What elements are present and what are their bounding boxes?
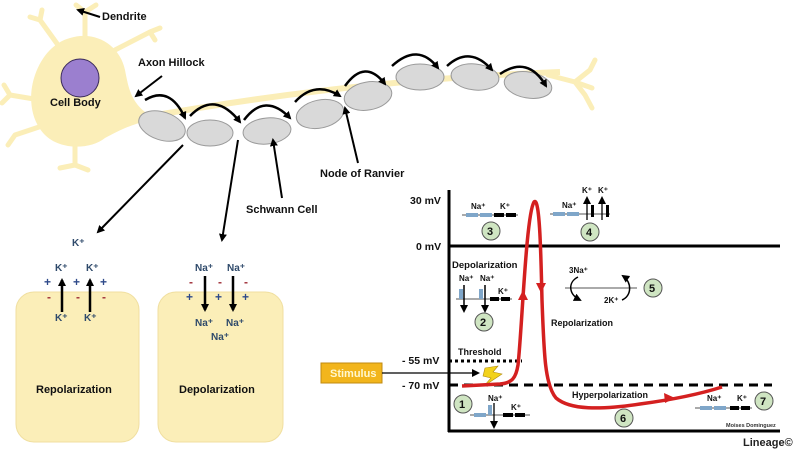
repolarization-phase-label: Repolarization (551, 318, 613, 328)
stimulus-label: Stimulus (330, 368, 376, 380)
step-5-marker: 5 (643, 278, 663, 298)
ion-label: Na⁺ (195, 318, 213, 329)
ion-label: K⁺ (55, 263, 68, 274)
depolarization-panel: Na⁺ Na⁺ - - - + + + Na⁺ Na⁺ Na⁺ Depolari… (157, 263, 284, 443)
step-2-marker: 2 (474, 312, 494, 332)
watermark: Lineage© (743, 437, 793, 449)
sodium-potassium-pump: 3Na⁺ 2K⁺ (565, 266, 637, 305)
channel-state-1: Na⁺ K⁺ (470, 394, 530, 429)
ion-label: K⁺ (84, 313, 97, 324)
y-label-0mv: 0 mV (416, 241, 441, 253)
charge-sign: - (76, 290, 80, 304)
cell-body-label: Cell Body (50, 97, 102, 109)
axon-terminal (545, 57, 598, 111)
charge-sign: + (44, 275, 51, 289)
y-label-minus55mv: - 55 mV (402, 355, 439, 367)
charge-sign: - (47, 290, 51, 304)
author-credit: Moises Dominguez (726, 423, 776, 429)
pump-na-label: 3Na⁺ (569, 266, 588, 275)
channel-state-4: Na⁺ K⁺ K⁺ (550, 186, 610, 220)
step-7-marker: 7 (754, 391, 774, 411)
myelin-sheaths (138, 63, 553, 147)
axon (139, 69, 561, 121)
repolarization-label: Repolarization (36, 384, 112, 396)
axon-hillock-label: Axon Hillock (138, 57, 206, 69)
step-1-marker: 1 (453, 394, 473, 414)
dendrite-label: Dendrite (102, 11, 147, 23)
charge-sign: - (244, 275, 248, 289)
node-of-ranvier-label: Node of Ranvier (320, 168, 405, 180)
dendrite-pointer (76, 8, 101, 18)
y-label-minus70mv: - 70 mV (402, 380, 439, 392)
step-markers: 1 2 3 4 5 6 7 (453, 221, 774, 428)
charge-sign: + (186, 290, 193, 304)
hyperpolarization-phase-label: Hyperpolarization (572, 390, 648, 400)
step-6-marker: 6 (614, 408, 634, 428)
action-potential-graph: 30 mV 0 mV - 55 mV - 70 mV Threshold Sti… (320, 186, 780, 433)
neuron: Cell Body Den (0, 2, 598, 242)
dendrites (0, 2, 163, 173)
k-ion-label: K⁺ (498, 287, 508, 296)
ion-label: Na⁺ (226, 318, 244, 329)
schwann-cell-label: Schwann Cell (246, 204, 318, 216)
step-number: 5 (649, 283, 655, 295)
na-ion-label: Na⁺ (562, 201, 576, 210)
stimulus-button: Stimulus (320, 362, 383, 384)
charge-sign: - (218, 275, 222, 289)
k-ion-label: K⁺ (511, 403, 521, 412)
step-number: 1 (459, 399, 465, 411)
k-ion-label: K⁺ (737, 394, 747, 403)
charge-sign: + (73, 275, 80, 289)
ion-label: K⁺ (55, 313, 68, 324)
step-number: 6 (620, 413, 626, 425)
step-number: 3 (487, 226, 493, 238)
charge-sign: - (189, 275, 193, 289)
channel-state-2: Na⁺ Na⁺ K⁺ (456, 274, 512, 313)
na-ion-label: Na⁺ (471, 202, 485, 211)
ion-label: Na⁺ (211, 332, 229, 343)
schwann-cell-pointer (269, 138, 283, 199)
membrane-potential-trace (461, 200, 723, 410)
nucleus (60, 58, 100, 98)
step-number: 2 (480, 317, 486, 329)
charge-sign: - (102, 290, 106, 304)
k-ion-label: K⁺ (582, 186, 592, 195)
charge-sign: + (242, 290, 249, 304)
outside-ion: K⁺ (72, 238, 85, 249)
ion-label: K⁺ (86, 263, 99, 274)
depolarization-phase-label: Depolarization (452, 260, 518, 271)
step-number: 7 (760, 396, 766, 408)
ion-label: Na⁺ (195, 263, 213, 274)
depolarization-pointer (218, 139, 239, 242)
k-ion-label: K⁺ (500, 202, 510, 211)
trace-arrow-down (536, 283, 546, 293)
node-of-ranvier-pointer (342, 106, 359, 164)
saltatory-arrows (144, 53, 548, 124)
channel-state-3: Na⁺ K⁺ (462, 202, 518, 217)
step-3-marker: 3 (481, 221, 501, 241)
threshold-label: Threshold (458, 347, 502, 357)
na-ion-label: Na⁺ (480, 274, 494, 283)
axon-hillock-pointer (134, 75, 163, 98)
y-label-30mv: 30 mV (410, 195, 441, 207)
ion-label: Na⁺ (227, 263, 245, 274)
na-ion-label: Na⁺ (707, 394, 721, 403)
depolarization-label: Depolarization (179, 384, 255, 396)
step-number: 4 (586, 227, 593, 239)
k-ion-label: K⁺ (598, 186, 608, 195)
trace-arrow-right (664, 393, 675, 403)
step-4-marker: 4 (580, 222, 600, 242)
pump-k-label: 2K⁺ (604, 296, 618, 305)
na-ion-label: Na⁺ (488, 394, 502, 403)
repolarization-pointer (96, 144, 184, 234)
channel-state-7: Na⁺ K⁺ (695, 394, 752, 410)
lightning-icon (482, 365, 503, 387)
repolarization-panel: K⁺ K⁺ K⁺ + + + - - - K⁺ K⁺ Repolarizatio… (15, 238, 140, 443)
charge-sign: + (215, 290, 222, 304)
na-ion-label: Na⁺ (459, 274, 473, 283)
charge-sign: + (100, 275, 107, 289)
trace-arrow-up (518, 290, 528, 300)
